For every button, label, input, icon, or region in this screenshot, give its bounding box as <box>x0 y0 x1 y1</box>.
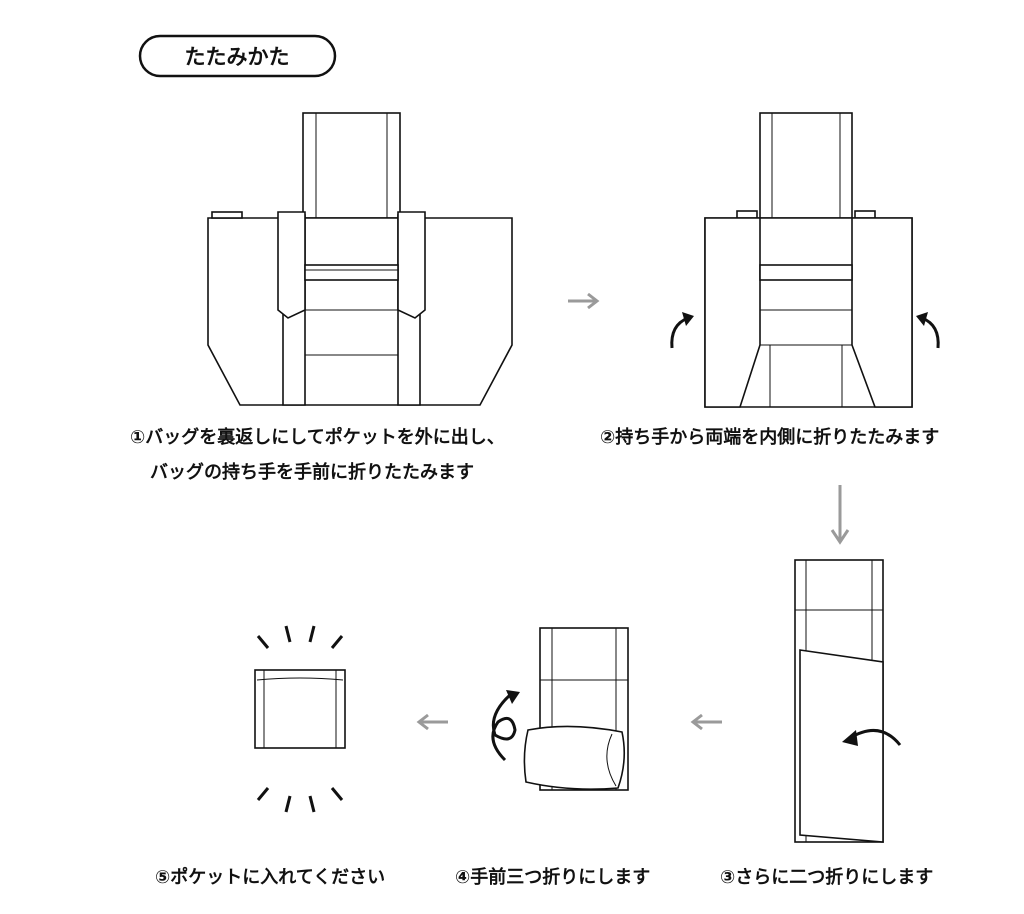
step2-caption: ②持ち手から両端を内側に折りたたみます <box>600 426 939 448</box>
arrow-right-icon <box>568 292 600 310</box>
arrow-left-icon <box>690 713 722 731</box>
spiral-arrow-head <box>506 690 520 704</box>
curved-arrow-left-head <box>682 312 694 326</box>
step5-pouch-illustration <box>254 669 346 749</box>
sparkle-lines-icon <box>256 625 344 813</box>
step3-bag-illustration <box>794 559 884 843</box>
curved-arrow-right-head <box>916 312 928 326</box>
step1-caption-line1: ①バッグを裏返しにしてポケットを外に出し、 <box>130 426 505 448</box>
title-badge: たたみかた <box>138 34 337 78</box>
title-text: たたみかた <box>185 45 290 69</box>
curved-arrow-fold-head <box>842 730 858 746</box>
arrow-down-icon <box>830 485 850 545</box>
step4-caption: ④手前三つ折りにします <box>455 866 650 888</box>
step4-bag-illustration <box>523 627 629 791</box>
spiral-arrow-icon <box>491 693 517 762</box>
step5-caption: ⑤ポケットに入れてください <box>155 866 385 888</box>
arrow-left-icon-2 <box>416 713 448 731</box>
step1-caption-line2: バッグの持ち手を手前に折りたたみます <box>150 461 474 483</box>
step3-caption: ③さらに二つ折りにします <box>720 866 933 888</box>
step2-bag-illustration <box>704 112 913 408</box>
step1-bag-illustration <box>207 112 513 406</box>
